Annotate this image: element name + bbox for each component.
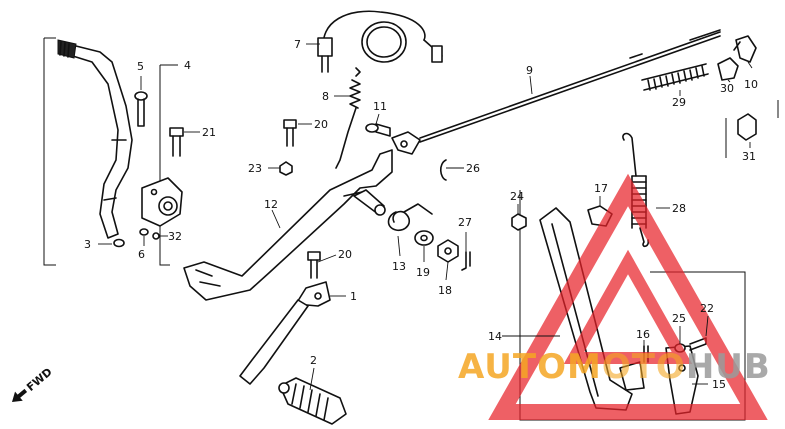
callout-19: 19 [416, 266, 430, 279]
nut-31 [737, 113, 757, 141]
callout-3: 3 [84, 238, 91, 251]
kickstarter-arm [57, 39, 133, 239]
callout-22: 22 [700, 302, 714, 315]
nut-24 [511, 213, 527, 231]
washer-6-32 [139, 228, 160, 240]
callout-20-upper: 20 [314, 118, 328, 131]
callout-labels: 1 2 3 4 5 6 7 8 9 10 11 12 13 14 15 16 1… [84, 38, 758, 391]
fwd-label: FWD [24, 365, 54, 393]
callout-17: 17 [594, 182, 608, 195]
nut-23 [279, 161, 293, 176]
wing-nut-10 [733, 35, 757, 63]
callout-7: 7 [294, 38, 301, 51]
callout-27: 27 [458, 216, 472, 229]
callout-10: 10 [744, 78, 758, 91]
nut-18 [437, 239, 459, 263]
callout-24: 24 [510, 190, 524, 203]
stand-14 [539, 207, 645, 411]
callout-21: 21 [202, 126, 216, 139]
callout-14: 14 [488, 330, 502, 343]
watermark-text-part3: HUB [686, 347, 771, 387]
callout-2: 2 [310, 354, 317, 367]
bolt-5 [134, 91, 148, 127]
callout-25: 25 [672, 312, 686, 325]
fwd-indicator: FWD [12, 365, 55, 402]
joint-30 [717, 57, 739, 81]
watermark-text: AUTOMOTOHUB [458, 347, 771, 387]
spring-29 [641, 63, 709, 91]
clip-26 [439, 159, 447, 181]
spring-8 [335, 67, 361, 169]
callout-9: 9 [526, 64, 533, 77]
pin-27 [461, 251, 471, 271]
fwd-arrow-icon [12, 388, 28, 402]
rod-9 [391, 29, 721, 155]
cable-7 [317, 10, 443, 73]
callout-26: 26 [466, 162, 480, 175]
spring-13 [387, 203, 433, 232]
washer-3 [113, 238, 125, 248]
callout-5: 5 [137, 60, 144, 73]
watermark-text-part2: OTO [602, 347, 686, 387]
callout-1: 1 [350, 290, 357, 303]
bolt-11 [365, 123, 391, 137]
callout-12: 12 [264, 198, 278, 211]
callout-15: 15 [712, 378, 726, 391]
callout-28: 28 [672, 202, 686, 215]
callout-13: 13 [392, 260, 406, 273]
shift-lever-1 [239, 281, 331, 385]
shift-peg-2 [278, 377, 347, 425]
washer-19 [414, 230, 434, 246]
frame-part-31 [725, 100, 779, 158]
bolt-20-upper [283, 119, 297, 147]
bolt-20-lower [307, 251, 321, 279]
callout-32: 32 [168, 230, 182, 243]
callout-8: 8 [322, 90, 329, 103]
frame-kickstarter-group [43, 37, 178, 266]
kickstarter-boss [141, 177, 183, 227]
brake-pedal-12 [183, 149, 393, 301]
callout-11: 11 [373, 100, 387, 113]
callout-30: 30 [720, 82, 734, 95]
callout-6: 6 [138, 248, 145, 261]
leader-lines [98, 43, 753, 391]
callout-23: 23 [248, 162, 262, 175]
watermark-text-part1: AUTOM [458, 347, 602, 387]
callout-31: 31 [742, 150, 756, 163]
callout-20-lower: 20 [338, 248, 352, 261]
callout-29: 29 [672, 96, 686, 109]
callout-4: 4 [184, 59, 191, 72]
callout-18: 18 [438, 284, 452, 297]
callout-16: 16 [636, 328, 650, 341]
watermark-logo [488, 173, 768, 420]
bolt-21 [169, 127, 184, 157]
